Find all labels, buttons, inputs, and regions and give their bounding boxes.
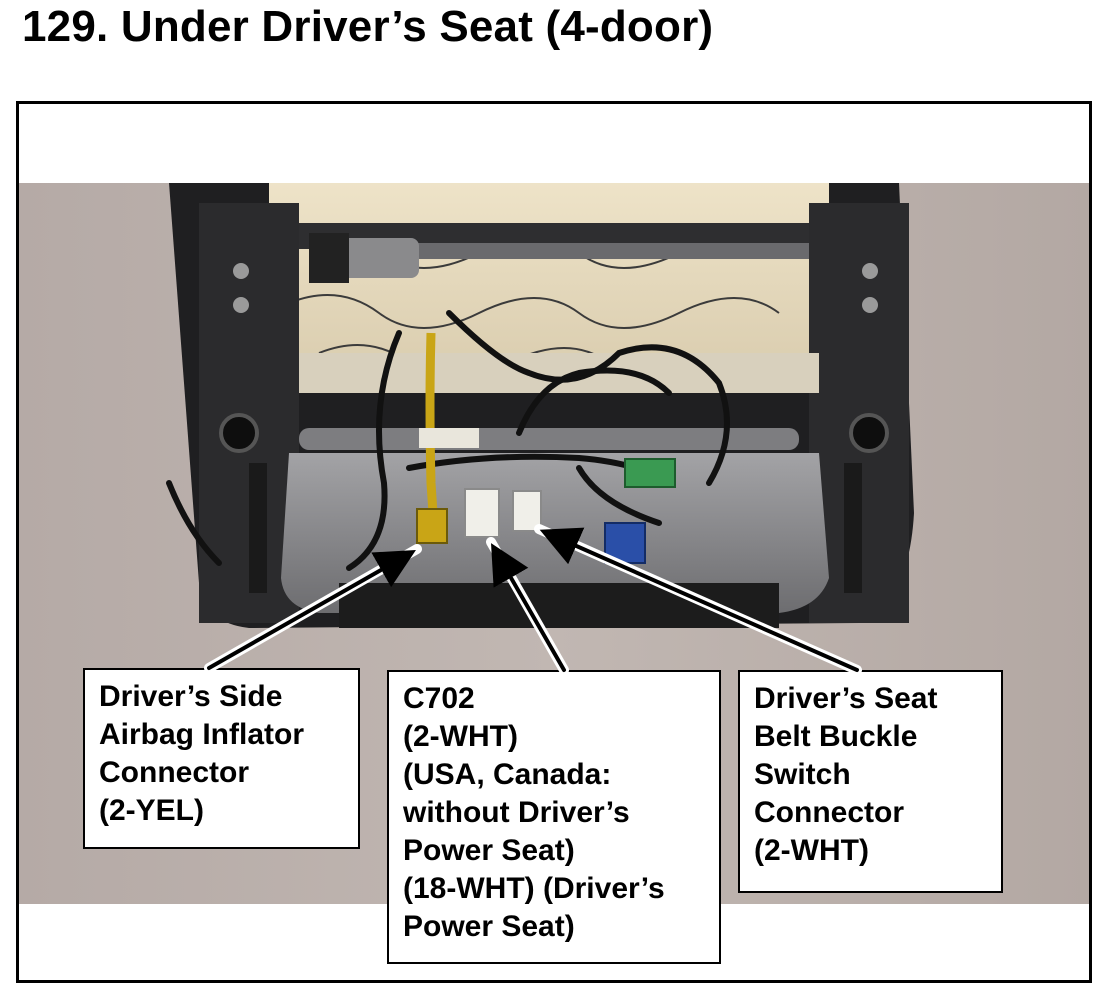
callout-line: C702 (403, 682, 475, 715)
figure-frame: Driver’s Side Airbag Inflator Connector … (16, 101, 1092, 983)
callout-c702-connector: C702 (2-WHT) (USA, Canada: without Drive… (387, 670, 721, 964)
callout-airbag-inflator-connector: Driver’s Side Airbag Inflator Connector … (83, 668, 360, 849)
callout-line: Belt Buckle (754, 720, 918, 753)
callout-line: Connector (754, 796, 904, 829)
callout-line: Connector (99, 756, 249, 789)
callout-line: (2-YEL) (99, 794, 204, 827)
buckle-switch-connector-white (512, 490, 542, 532)
green-connector (624, 458, 676, 488)
callout-line: (2-WHT) (754, 834, 869, 867)
blue-connector (604, 522, 646, 564)
callout-buckle-switch-connector: Driver’s Seat Belt Buckle Switch Connect… (738, 670, 1003, 893)
callout-line: Driver’s Side (99, 680, 283, 713)
airbag-connector-yellow (416, 508, 448, 544)
callout-line: (18-WHT) (Driver’s (403, 872, 665, 905)
callout-line: (USA, Canada: (403, 758, 612, 791)
page-title: 129. Under Driver’s Seat (4-door) (22, 2, 714, 51)
callout-line: Switch (754, 758, 851, 791)
callout-line: Driver’s Seat (754, 682, 938, 715)
callout-line: Airbag Inflator (99, 718, 305, 751)
c702-connector-white (464, 488, 500, 538)
callout-line: (2-WHT) (403, 720, 518, 753)
callout-line: without Driver’s (403, 796, 630, 829)
callout-line: Power Seat) (403, 834, 575, 867)
callout-line: Power Seat) (403, 910, 575, 943)
